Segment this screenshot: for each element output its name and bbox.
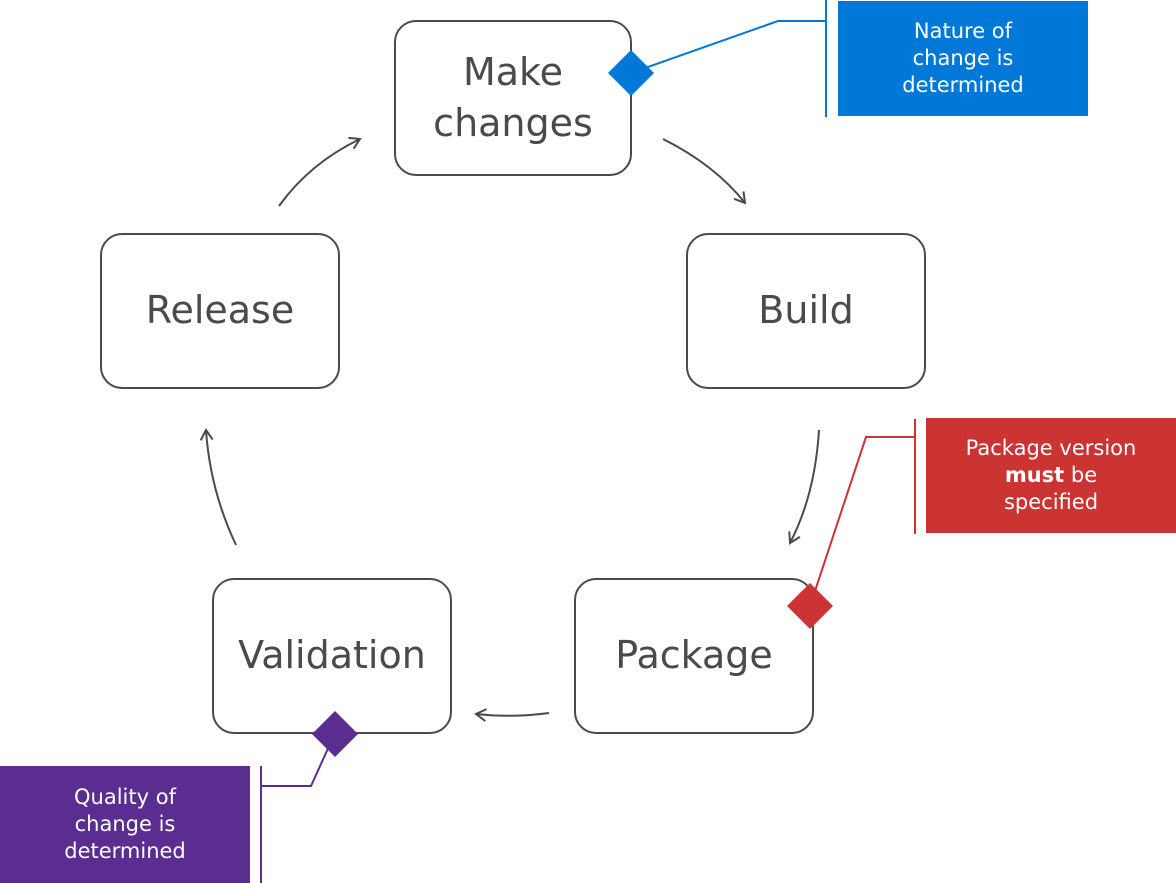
callout-package-version-line1: Package version (965, 435, 1137, 460)
step-release-label: Release (145, 288, 295, 333)
step-build-label: Build (758, 288, 854, 333)
connector-quality-callout (261, 732, 336, 787)
connector-nature-callout (630, 20, 826, 74)
step-build: Build (686, 233, 926, 389)
callout-nature-of-change: Nature of change is determined (838, 1, 1088, 116)
step-package: Package (574, 578, 814, 734)
callout-package-version-line2-rest: be (1064, 462, 1098, 487)
diamond-icon (787, 583, 833, 629)
callout-package-version-line3: specified (1003, 490, 1099, 515)
step-make-changes: Make changes (394, 20, 632, 176)
arrow-make-to-build (662, 138, 747, 205)
callout-nature-line1: Nature of (913, 18, 1013, 43)
callout-package-version: Package version must be specified (926, 418, 1176, 533)
diamond-icon (312, 711, 358, 757)
callout-quality-line3: determined (64, 839, 186, 864)
callout-quality-line1: Quality of (74, 784, 176, 809)
diamond-icon (608, 50, 654, 96)
callout-package-version-emphasis: must (1004, 462, 1065, 487)
callout-nature-line3: determined (902, 73, 1024, 98)
step-validation-label: Validation (238, 633, 426, 678)
step-release: Release (100, 233, 340, 389)
arrow-validation-to-release (199, 428, 237, 546)
callout-package-version-line2: must be (1005, 462, 1097, 489)
step-validation: Validation (212, 578, 452, 734)
connector-package-version-callout (809, 436, 915, 607)
step-package-label: Package (615, 633, 773, 678)
arrow-release-to-make (278, 136, 362, 207)
step-make-changes-label-line1: Make (462, 49, 564, 94)
arrow-build-to-package (788, 429, 820, 545)
callout-nature-line2: change is (912, 45, 1014, 70)
callout-quality-of-change: Quality of change is determined (0, 766, 250, 883)
arrow-package-to-validation (474, 708, 550, 722)
callout-quality-line2: change is (74, 811, 176, 836)
step-make-changes-label-line2: changes (433, 101, 593, 145)
